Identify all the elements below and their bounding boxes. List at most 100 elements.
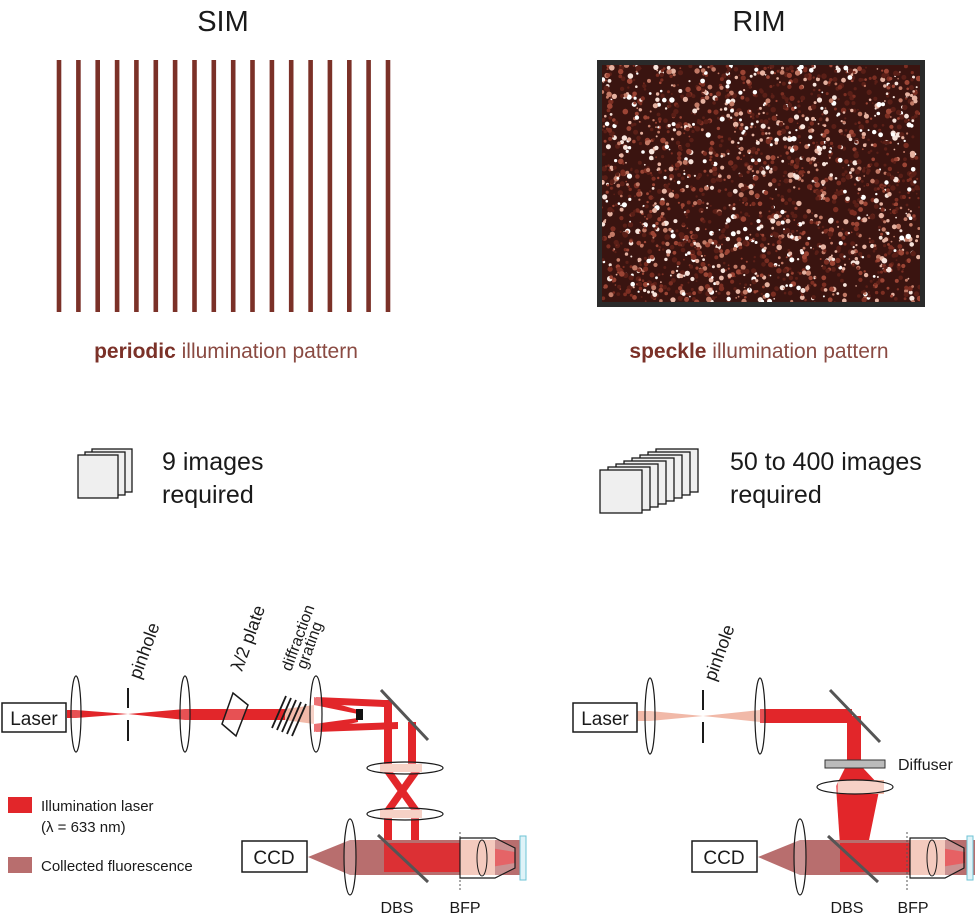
- speckle-grain: [788, 178, 793, 183]
- speckle-grain: [698, 82, 702, 85]
- speckle-grain: [727, 152, 730, 155]
- speckle-grain: [643, 256, 647, 260]
- speckle-grain: [813, 301, 816, 302]
- speckle-grain: [774, 264, 777, 268]
- speckle-grain: [911, 170, 917, 176]
- speckle-grain: [861, 256, 865, 259]
- speckle-grain: [716, 116, 720, 120]
- speckle-grain: [863, 185, 866, 187]
- speckle-grain: [837, 157, 843, 163]
- speckle-grain: [892, 118, 897, 123]
- speckle-grain: [916, 254, 920, 260]
- speckle-grain: [718, 143, 723, 148]
- speckle-grain: [867, 151, 871, 154]
- speckle-grain: [837, 264, 840, 268]
- speckle-grain: [786, 214, 790, 218]
- speckle-grain: [657, 189, 662, 194]
- rim-caption: speckle illumination pattern: [629, 340, 888, 363]
- speckle-grain: [800, 100, 803, 102]
- speckle-grain: [827, 83, 831, 87]
- speckle-grain: [618, 68, 624, 75]
- speckle-grain: [659, 81, 662, 85]
- speckle-grain: [863, 113, 870, 119]
- speckle-grain: [784, 201, 789, 206]
- speckle-grain: [863, 201, 868, 207]
- sim-beam-collimated: [185, 709, 285, 720]
- speckle-grain: [742, 154, 746, 157]
- sim-beam-lower-to-mirror: [316, 722, 398, 732]
- rim-lens-3: [816, 779, 894, 795]
- speckle-grain: [754, 126, 757, 128]
- speckle-grain: [870, 178, 875, 184]
- speckle-grain: [821, 73, 827, 79]
- speckle-grain: [628, 197, 632, 201]
- speckle-grain: [612, 249, 615, 252]
- speckle-grain: [777, 193, 780, 197]
- speckle-grain: [635, 65, 642, 71]
- speckle-grain: [831, 267, 836, 272]
- speckle-grain: [633, 122, 637, 126]
- sim-ccd-lens: [343, 818, 357, 896]
- speckle-grain: [751, 201, 756, 206]
- speckle-grain: [812, 248, 815, 250]
- speckle-grain: [696, 119, 702, 125]
- sim-diffraction-grating: [271, 695, 307, 737]
- speckle-grain: [817, 226, 821, 230]
- speckle-grain: [837, 225, 840, 228]
- sim-lens-4: [366, 761, 444, 775]
- sim-half-wave-plate: [221, 691, 249, 738]
- speckle-grain: [633, 96, 637, 100]
- speckle-grain: [704, 284, 711, 290]
- speckle-grain: [602, 167, 606, 171]
- speckle-grain: [825, 268, 830, 273]
- speckle-grain: [639, 221, 642, 224]
- speckle-grain: [680, 148, 683, 152]
- speckle-grain: [677, 173, 682, 177]
- speckle-grain: [857, 187, 861, 191]
- speckle-grain: [890, 106, 896, 112]
- speckle-grain: [797, 134, 801, 139]
- speckle-grain: [766, 75, 770, 79]
- speckle-grain: [710, 161, 715, 165]
- speckle-grain: [765, 165, 770, 170]
- speckle-grain: [644, 300, 647, 302]
- speckle-grain: [883, 237, 889, 242]
- speckle-grain: [761, 233, 765, 237]
- speckle-grain: [725, 98, 731, 104]
- speckle-grain: [873, 198, 879, 204]
- speckle-grain: [727, 264, 730, 267]
- rim-dbs-label: DBS: [831, 900, 864, 917]
- speckle-grain: [877, 225, 882, 229]
- speckle-grain: [605, 95, 609, 99]
- speckle-grain: [609, 186, 613, 190]
- speckle-grain: [884, 265, 888, 269]
- speckle-grain: [614, 251, 617, 254]
- speckle-grain: [828, 98, 834, 103]
- speckle-grain: [666, 202, 670, 206]
- speckle-grain: [757, 108, 760, 111]
- speckle-grain: [895, 216, 897, 219]
- speckle-grain: [811, 179, 815, 183]
- speckle-grain: [806, 209, 811, 214]
- speckle-grain: [873, 204, 879, 209]
- speckle-grain: [751, 133, 755, 137]
- speckle-grain: [859, 199, 864, 205]
- speckle-grain: [780, 220, 785, 225]
- speckle-grain: [850, 250, 855, 255]
- speckle-grain: [662, 248, 665, 251]
- speckle-grain: [867, 138, 870, 142]
- speckle-grain: [697, 118, 700, 121]
- speckle-grain: [720, 152, 723, 156]
- speckle-grain: [664, 291, 668, 296]
- rim-dbs: [826, 834, 880, 884]
- speckle-grain: [643, 240, 647, 244]
- speckle-grain: [886, 152, 889, 156]
- speckle-grain: [798, 85, 804, 90]
- speckle-grain: [625, 288, 631, 294]
- speckle-grain: [686, 227, 689, 229]
- speckle-grain: [837, 98, 840, 101]
- speckle-grain: [865, 66, 867, 69]
- speckle-grain: [717, 135, 722, 139]
- speckle-grain: [875, 192, 878, 196]
- speckle-grain: [918, 206, 920, 209]
